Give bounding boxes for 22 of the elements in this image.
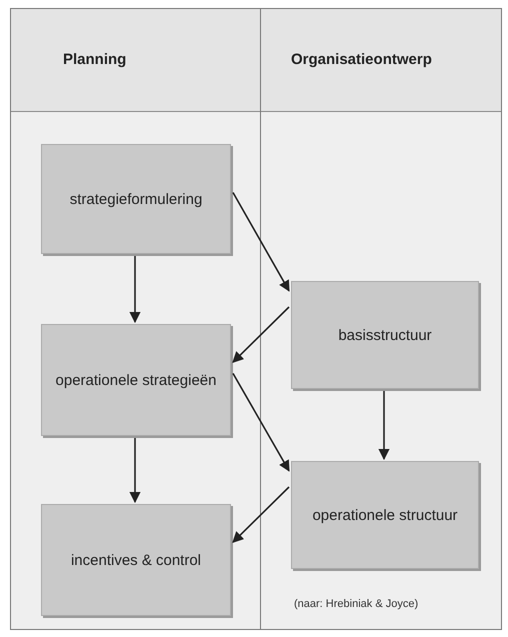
box-label: basisstructuur <box>338 326 432 346</box>
column-heading: Organisatieontwerp <box>291 51 432 68</box>
arrow <box>232 486 290 543</box>
arrow <box>232 306 290 363</box>
process-box <box>291 461 479 569</box>
arrow <box>129 256 141 324</box>
process-box <box>41 324 231 436</box>
box-label: incentives & control <box>70 550 202 570</box>
arrow <box>232 373 290 472</box>
process-box <box>291 281 479 389</box>
process-box <box>41 504 231 616</box>
box-label: strategieformulering <box>70 190 202 210</box>
process-box <box>41 144 231 254</box>
arrow <box>129 438 141 504</box>
column-panel <box>260 8 502 630</box>
box-label: operationele strategieën <box>56 370 216 390</box>
arrow <box>378 391 390 460</box>
source-note: (naar: Hrebiniak & Joyce) <box>294 598 418 610</box>
arrow <box>232 192 290 292</box>
column-heading: Planning <box>63 51 126 68</box>
box-label: operationele structuur <box>312 506 458 526</box>
column-panel <box>10 8 262 630</box>
